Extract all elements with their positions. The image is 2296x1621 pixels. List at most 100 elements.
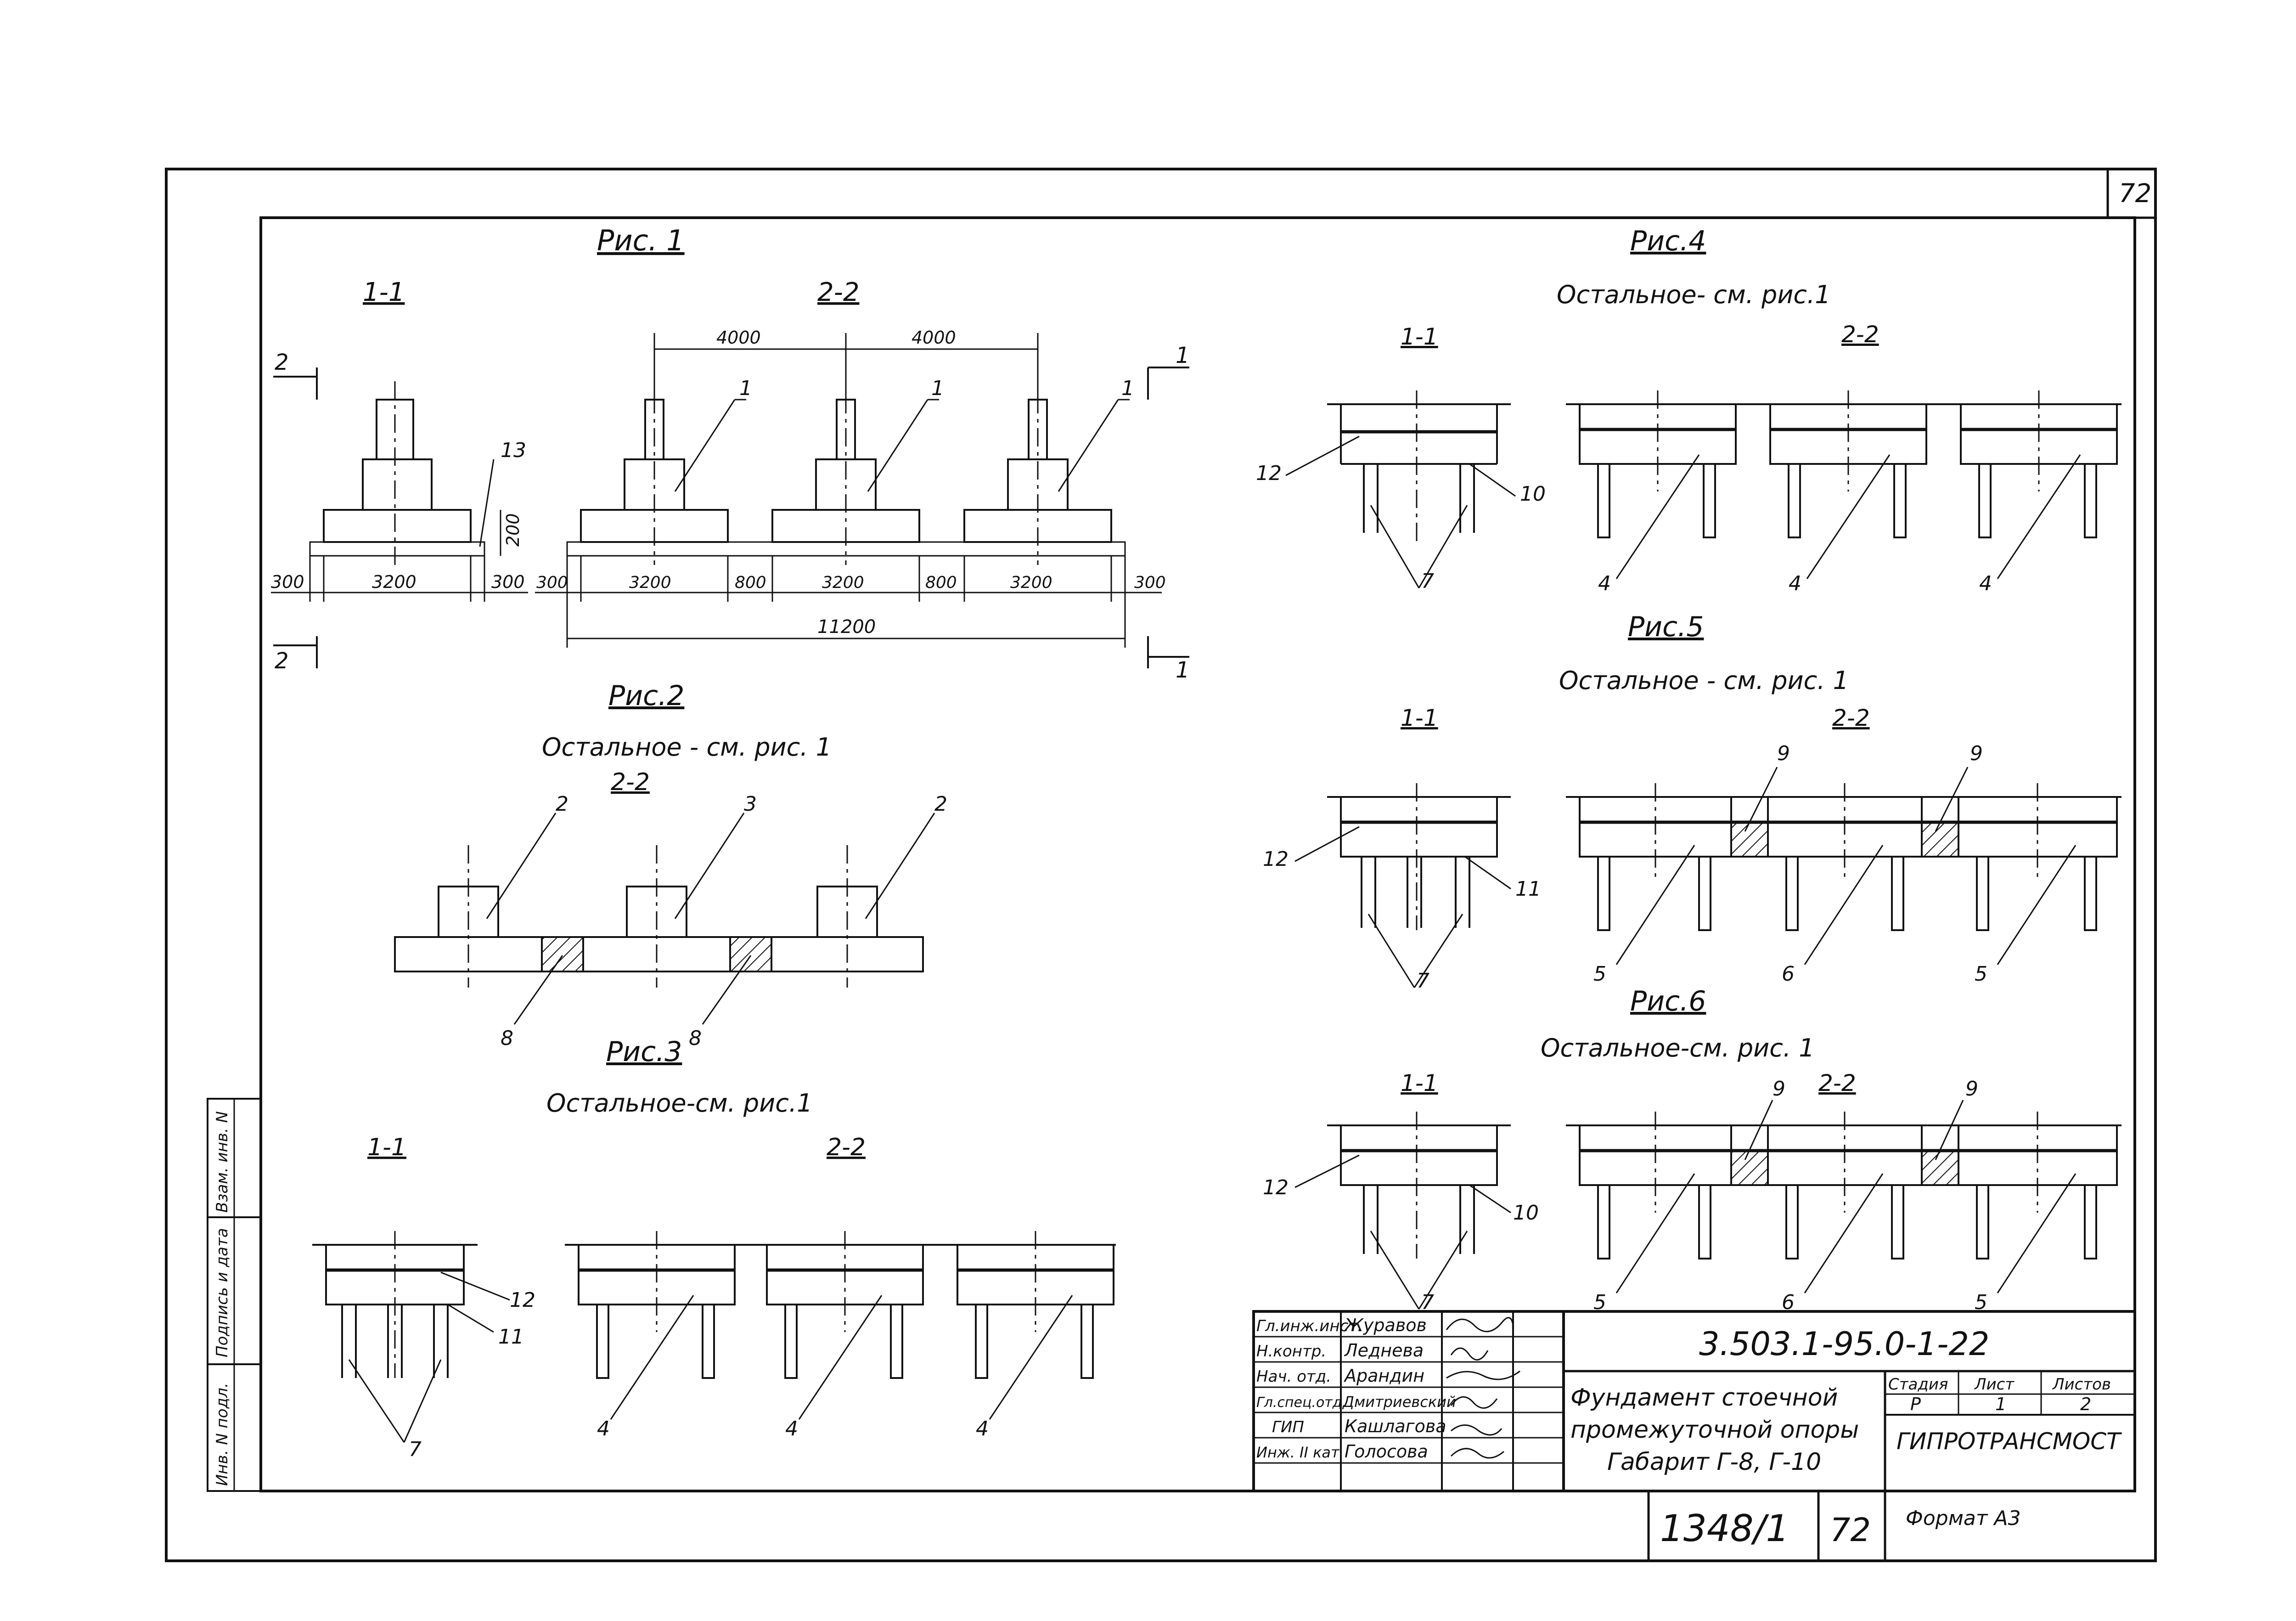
fig3-section-1-1-view: 12 11 7: [312, 1231, 535, 1461]
fig5-section-1-1: 1-1: [1401, 705, 1438, 731]
side-stamp-signature-date: Подпись и дата: [213, 1228, 231, 1357]
fig4-title: Рис.4: [1630, 225, 1706, 257]
fig2-title: Рис.2: [608, 680, 684, 712]
fig1-footing-a: [580, 395, 729, 565]
fig1-footing-b: [771, 395, 920, 565]
fig4-callout-4a: 4: [1598, 572, 1611, 595]
fig4-section-1-1-view: 7 12 10: [1256, 390, 1546, 593]
archive-strip: 1348/1 72 Формат А3: [1647, 1491, 2021, 1561]
fig6-section-2-2: 2-2: [1818, 1070, 1856, 1096]
fig1-dim-b3200c: 3200: [1010, 573, 1052, 592]
document-code: 3.503.1-95.0-1-22: [1699, 1325, 1989, 1363]
fig5-callout-6: 6: [1782, 962, 1795, 986]
fig1-dim-4000-left: 4000: [716, 328, 761, 348]
fig4-section-2-2-view: 4 4 4: [1566, 390, 2122, 595]
staff-name-5: Голосова: [1345, 1441, 1428, 1462]
figure-3: Рис.3 Остальное-см. рис.1 1-1 2-2 12 11 …: [312, 1036, 1116, 1461]
fig2-section-2-2: 2-2: [611, 768, 650, 796]
fig4-callout-4b: 4: [1789, 572, 1801, 595]
fig4-callout-12: 12: [1256, 462, 1282, 485]
sheet-value: 1: [1995, 1394, 2006, 1414]
fig1-callout-1c: 1: [1121, 377, 1134, 400]
fig1-callout-1b: 1: [931, 377, 944, 400]
staff-name-1: Леднева: [1344, 1340, 1424, 1361]
fig2-callout-3: 3: [744, 792, 757, 816]
description-line-1: Фундамент стоечной: [1570, 1384, 1838, 1412]
fig1-dim-3200: 3200: [372, 572, 416, 592]
fig3-section-2-2: 2-2: [827, 1134, 866, 1161]
fig5-callout-12: 12: [1263, 847, 1289, 871]
fig5-section-2-2-view: 9 9 5 6 5: [1566, 742, 2122, 986]
staff-name-4: Кашлагова: [1345, 1416, 1446, 1436]
fig1-dim-b3200a: 3200: [629, 573, 671, 592]
fig6-section-1-1-view: 7 12 10: [1263, 1112, 1539, 1314]
fig6-note: Остальное-см. рис. 1: [1541, 1034, 1815, 1062]
fig6-callout-10: 10: [1513, 1201, 1539, 1225]
format-label: Формат А3: [1906, 1507, 2021, 1530]
sheet-header: Лист: [1974, 1375, 2015, 1394]
fig1-dim-200: 200: [503, 513, 523, 547]
fig1-cut-right-bottom: 1: [1176, 657, 1190, 683]
side-stamp-replace-inv: Взам. инв. N: [213, 1111, 231, 1213]
fig4-callout-10: 10: [1520, 482, 1546, 506]
fig1-dim-b300a: 300: [536, 573, 568, 592]
staff-role-1: Н.контр.: [1256, 1342, 1326, 1361]
stage-header: Стадия: [1888, 1375, 1948, 1394]
archive-number: 1348/1: [1660, 1507, 1789, 1550]
staff-role-0: Гл.инж.инст.: [1256, 1317, 1362, 1335]
description-line-2: промежуточной опоры: [1570, 1416, 1859, 1444]
fig1-callout-13: 13: [501, 439, 526, 462]
fig5-callout-5b: 5: [1975, 962, 1987, 986]
fig5-section-2-2: 2-2: [1832, 705, 1870, 731]
figure-6: Рис.6 Остальное-см. рис. 1 1-1 2-2 7 12 …: [1263, 985, 2122, 1314]
staff-role-4: ГИП: [1272, 1418, 1304, 1436]
fig3-title: Рис.3: [606, 1036, 682, 1068]
fig1-dim-b800b: 800: [925, 573, 957, 592]
fig6-callout-9a: 9: [1773, 1077, 1785, 1101]
fig1-dim-b3200b: 3200: [822, 573, 864, 592]
fig4-callout-4c: 4: [1979, 572, 1992, 595]
fig5-section-1-1-view: 7 12 11: [1263, 783, 1541, 993]
fig1-section-2-2-view: 4000 4000: [535, 328, 1190, 683]
fig5-title: Рис.5: [1628, 611, 1704, 643]
page-number-box: 72: [2106, 168, 2157, 219]
staff-name-3: Дмитриевский: [1342, 1393, 1456, 1411]
fig2-callout-2a: 2: [556, 792, 568, 816]
figure-1: Рис. 1 1-1 2-2 2 2 300 3200: [271, 224, 1190, 683]
fig1-section-1-1: 1-1: [363, 277, 405, 307]
staff-role-5: Инж. II кат: [1256, 1444, 1340, 1461]
fig5-callout-9b: 9: [1970, 742, 1983, 765]
fig1-footing-c: [963, 395, 1112, 565]
signatures: [1446, 1317, 1520, 1459]
fig5-note: Остальное - см. рис. 1: [1559, 666, 1849, 695]
fig1-section-2-2: 2-2: [817, 277, 859, 307]
staff-role-3: Гл.спец.отд.: [1256, 1395, 1346, 1411]
fig4-section-1-1: 1-1: [1401, 323, 1438, 350]
fig1-cut-left-top: 2: [275, 350, 289, 375]
sheet-frame: [165, 168, 2157, 1562]
figure-4: Рис.4 Остальное- см. рис.1 1-1 2-2 7 12 …: [1256, 225, 2122, 595]
fig2-callout-8b: 8: [689, 1027, 702, 1050]
fig1-cut-right-top: 1: [1176, 343, 1190, 368]
staff-name-2: Арандин: [1343, 1366, 1424, 1386]
fig4-section-2-2: 2-2: [1841, 321, 1879, 348]
fig1-dim-b800a: 800: [735, 573, 766, 592]
fig3-callout-12: 12: [510, 1288, 535, 1312]
fig3-callout-4a: 4: [597, 1417, 610, 1440]
fig3-callout-7: 7: [409, 1438, 422, 1461]
staff-role-2: Нач. отд.: [1256, 1367, 1331, 1386]
fig5-callout-11: 11: [1515, 877, 1541, 901]
fig6-callout-12: 12: [1263, 1176, 1289, 1199]
fig3-section-1-1: 1-1: [367, 1134, 406, 1161]
fig1-title: Рис. 1: [597, 224, 685, 257]
side-stamp-inv-orig: Инв. N подл.: [213, 1383, 231, 1486]
fig2-note: Остальное - см. рис. 1: [542, 733, 832, 762]
stage-value: Р: [1910, 1394, 1921, 1414]
side-stamp: Инв. N подл. Подпись и дата Взам. инв. N: [207, 1098, 262, 1492]
title-block: Гл.инж.инст. Журавов Н.контр. Леднева На…: [1252, 1310, 2136, 1492]
organization-name: ГИПРОТРАНСМОСТ: [1896, 1428, 2122, 1455]
figure-5: Рис.5 Остальное - см. рис. 1 1-1 2-2 7 1…: [1263, 611, 2122, 993]
fig6-section-2-2-view: 9 9 5 6 5: [1566, 1077, 2122, 1314]
fig1-callout-1a: 1: [739, 377, 752, 400]
